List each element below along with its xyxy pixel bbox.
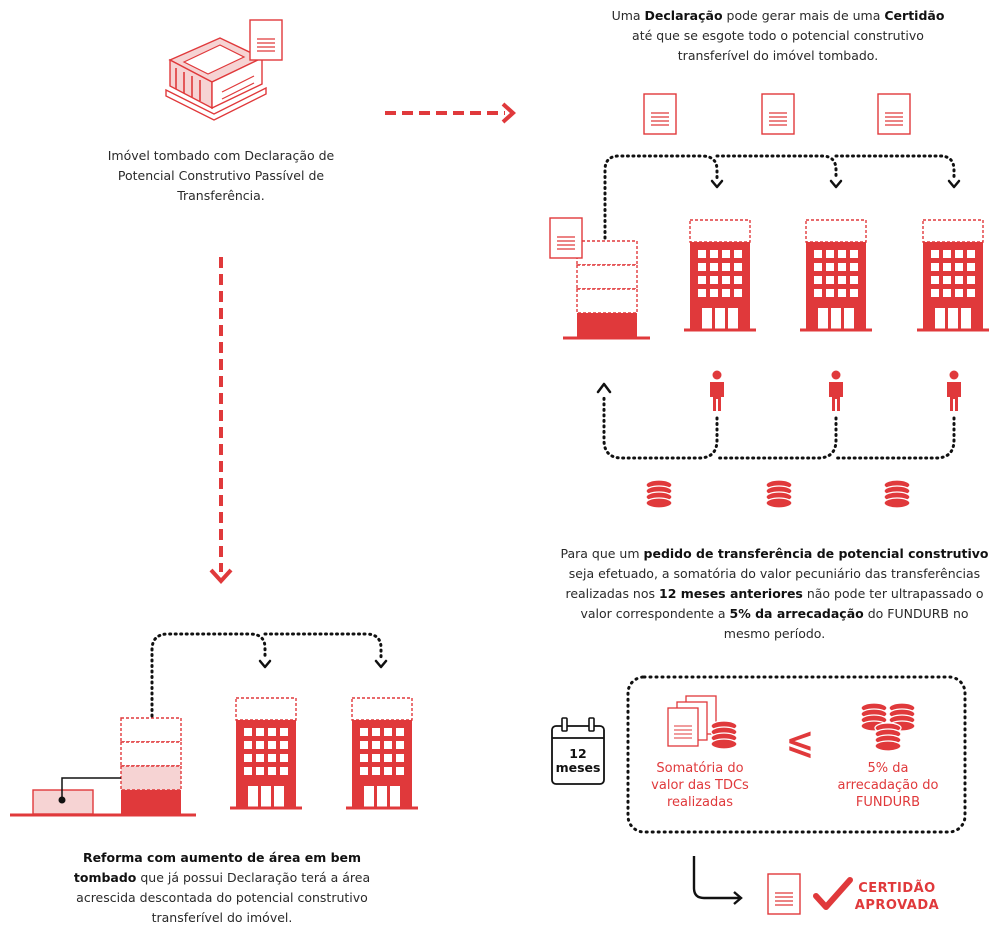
arrow-icon	[374, 659, 388, 669]
reformed-heritage-building	[10, 717, 196, 817]
coins-icon	[874, 722, 902, 752]
origin-caption: Imóvel tombado com Declaração de Potenci…	[96, 146, 346, 206]
building-icon	[682, 218, 758, 332]
arrow-icon	[947, 179, 961, 189]
comparison-right-label: 5% da arrecadação do FUNDURB	[828, 760, 948, 811]
coins-icon	[765, 479, 793, 509]
person-icon	[829, 370, 843, 411]
reform-note: Reforma com aumento de área em bem tomba…	[72, 848, 372, 928]
building-icon	[915, 218, 991, 332]
top-note-text: até que se esgote todo o potencial const…	[632, 28, 924, 63]
dashed-arrow-right	[385, 102, 516, 124]
top-note: Uma Declaração pode gerar mais de uma Ce…	[608, 6, 948, 66]
arrow-icon	[596, 382, 612, 394]
approved-line2: APROVADA	[854, 898, 940, 913]
rule-note-bold: 12 meses anteriores	[659, 586, 803, 601]
approved-line1: CERTIDÃO	[858, 881, 936, 896]
calendar-unit: meses	[555, 760, 601, 775]
rule-note-bold: 5% da arrecadação	[729, 606, 864, 621]
operator-text: ⩽	[785, 722, 815, 762]
building-icon	[228, 696, 304, 810]
rule-note-text: não pode ter ultrapassado o valor corres…	[580, 586, 984, 621]
rule-note-text: Para que um	[560, 546, 644, 561]
document-icon	[249, 19, 283, 61]
rule-note-text: seja efetuado, a somatória do valor pecu…	[565, 566, 981, 601]
top-note-bold: Declaração	[644, 8, 723, 23]
rule-note: Para que um pedido de transferência de p…	[556, 544, 993, 644]
arrow-icon	[258, 659, 272, 669]
document-icon	[767, 873, 801, 915]
document-icon	[761, 93, 795, 135]
reform-note-text: que já possui Declaração terá a área acr…	[76, 870, 371, 925]
building-icon	[798, 218, 874, 332]
person-icon	[710, 370, 724, 411]
transfer-connector-top	[603, 154, 956, 240]
coins-icon	[645, 479, 673, 509]
top-note-bold: Certidão	[884, 8, 945, 23]
payment-connector	[602, 394, 956, 460]
origin-caption-text: Imóvel tombado com Declaração de Potenci…	[107, 148, 335, 203]
reform-note-bold: Reforma com aumento de área em bem tomba…	[73, 850, 362, 885]
arrow-icon	[710, 179, 724, 189]
stacked-documents-icon	[667, 695, 717, 747]
document-icon	[877, 93, 911, 135]
dashed-arrow-down	[209, 257, 233, 584]
checkmark-icon	[813, 877, 853, 910]
approval-arrow	[692, 856, 743, 905]
document-icon	[643, 93, 677, 135]
heritage-building-icon	[165, 37, 267, 121]
document-icon	[549, 217, 583, 259]
approved-label: CERTIDÃO APROVADA	[852, 880, 942, 914]
top-note-text: Uma	[611, 8, 645, 23]
arrow-icon	[829, 179, 843, 189]
comparison-right-text: 5% da arrecadação do FUNDURB	[837, 761, 939, 810]
top-note-text: pode gerar mais de uma	[722, 8, 885, 23]
less-or-equal-symbol: ⩽	[782, 722, 818, 762]
rule-note-bold: pedido de transferência de potencial con…	[643, 546, 989, 561]
calendar-icon	[551, 717, 605, 785]
rule-note-text: do FUNDURB no mesmo período.	[723, 606, 969, 641]
comparison-left-label: Somatória do valor das TDCs realizadas	[644, 760, 756, 811]
transfer-connector-bottom	[150, 632, 383, 718]
comparison-left-text: Somatória do valor das TDCs realizadas	[651, 761, 749, 810]
building-icon	[344, 696, 420, 810]
calendar-number: 12	[569, 746, 587, 761]
comparison-box	[626, 675, 967, 834]
coins-icon	[883, 479, 911, 509]
person-icon	[947, 370, 961, 411]
calendar-label: 12 meses	[552, 747, 604, 775]
coins-icon	[710, 720, 738, 750]
